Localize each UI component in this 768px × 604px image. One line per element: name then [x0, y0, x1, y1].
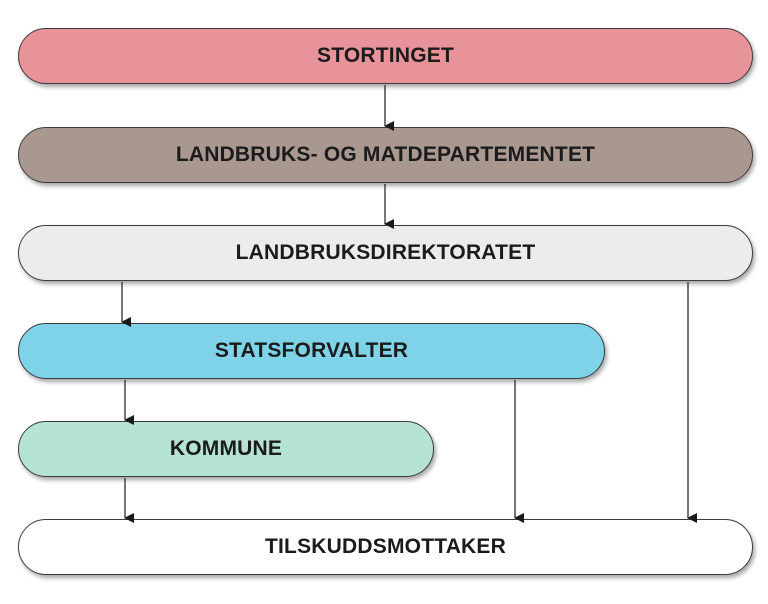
landbruksdirektoratet-label: LANDBRUKSDIREKTORATET — [235, 241, 536, 264]
kommune-label: KOMMUNE — [169, 437, 283, 460]
stortinget-box: STORTINGET — [18, 28, 753, 84]
landbruksdirektoratet-box: LANDBRUKSDIREKTORATET — [18, 225, 753, 281]
statsforvalter-label: STATSFORVALTER — [214, 339, 409, 362]
stortinget-label: STORTINGET — [317, 44, 454, 67]
kommune-box: KOMMUNE — [18, 421, 434, 477]
tilskuddsmottaker-label: TILSKUDDSMOTTAKER — [265, 535, 506, 558]
tilskuddsmottaker-box: TILSKUDDSMOTTAKER — [18, 519, 753, 575]
landbruksdepartementet-label: LANDBRUKS- OG MATDEPARTEMENTET — [175, 143, 596, 166]
landbruksdepartementet-box: LANDBRUKS- OG MATDEPARTEMENTET — [18, 127, 753, 183]
statsforvalter-box: STATSFORVALTER — [18, 323, 605, 379]
